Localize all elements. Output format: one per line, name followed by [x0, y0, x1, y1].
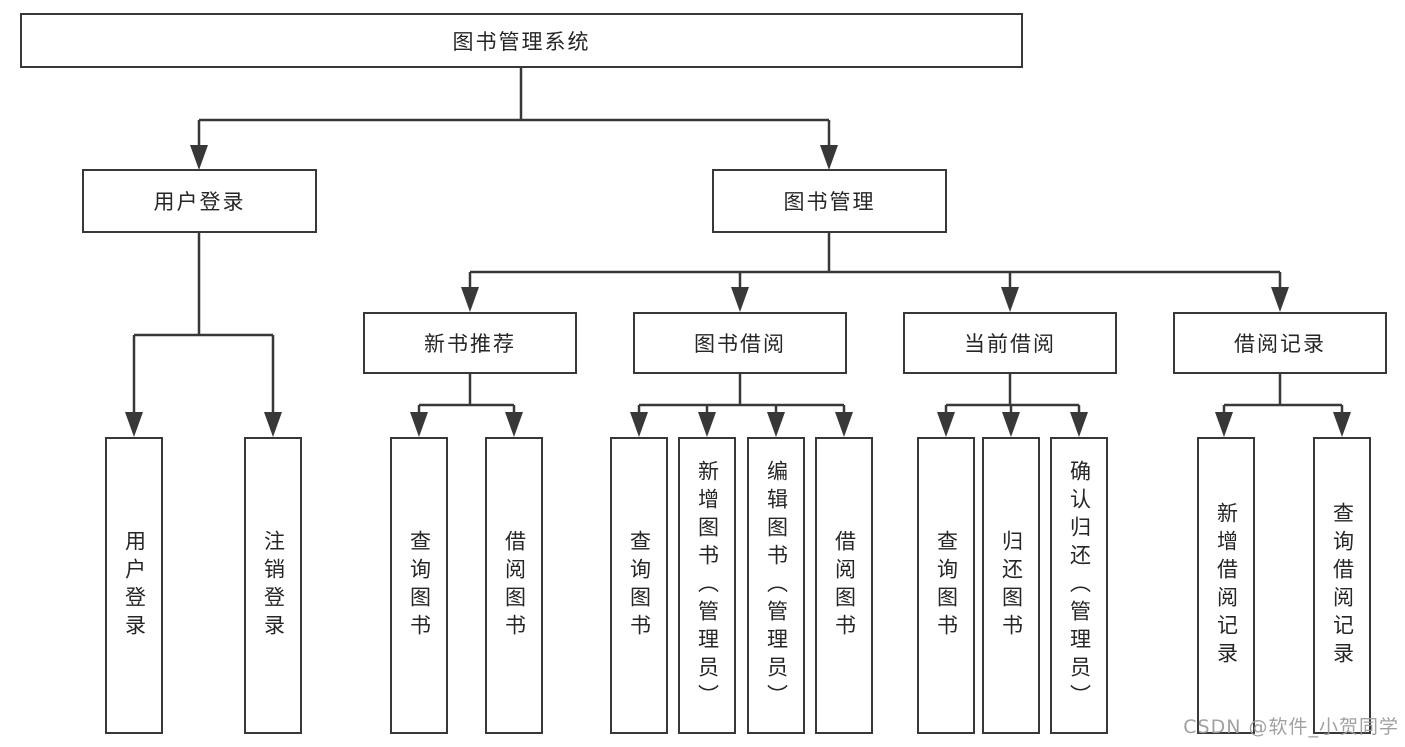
node-query-borrow-record: 查询借阅记录	[1313, 437, 1371, 734]
connector-borrowing-records	[1222, 373, 1344, 418]
arrowhead	[190, 145, 208, 170]
arrowhead	[731, 287, 749, 312]
arrowhead	[1215, 412, 1233, 437]
node-return-books: 归还图书	[982, 437, 1040, 734]
connector-book-management	[468, 233, 1282, 292]
node-label: 用户登录	[153, 190, 246, 214]
node-query-books-current: 查询图书	[917, 437, 975, 734]
arrowhead	[1070, 412, 1088, 437]
node-label: 当前借阅	[964, 332, 1056, 356]
node-label: 归还图书	[999, 529, 1024, 642]
arrowheads	[125, 145, 1351, 437]
node-label: 新增借阅记录	[1214, 501, 1239, 670]
arrowhead	[698, 412, 716, 437]
arrowhead	[835, 412, 853, 437]
node-borrowing-records: 借阅记录	[1173, 312, 1387, 374]
node-label: 确认归还（管理员）	[1067, 459, 1092, 712]
arrowhead	[1001, 287, 1019, 312]
connector-new-book-recommend	[417, 373, 516, 418]
node-library-management-system: 图书管理系统	[20, 13, 1023, 68]
node-edit-books-admin: 编辑图书（管理员）	[747, 437, 805, 734]
node-label: 编辑图书（管理员）	[764, 459, 789, 712]
arrowhead	[1002, 412, 1020, 437]
node-label: 借阅图书	[832, 529, 857, 642]
arrowhead	[1271, 287, 1289, 312]
node-user-login: 用户登录	[82, 169, 317, 233]
connector-root	[197, 68, 831, 150]
node-borrow-books-borrowing: 借阅图书	[815, 437, 873, 734]
node-label: 查询图书	[627, 529, 652, 642]
arrowhead	[505, 412, 523, 437]
node-label: 图书管理	[783, 190, 876, 214]
connector-user-login	[132, 233, 275, 418]
node-label: 查询图书	[934, 529, 959, 642]
node-borrow-books-recommend: 借阅图书	[485, 437, 543, 734]
arrowhead	[937, 412, 955, 437]
arrowhead	[125, 412, 143, 437]
node-current-borrowing: 当前借阅	[903, 312, 1117, 374]
node-label: 借阅图书	[502, 529, 527, 642]
arrowhead	[264, 412, 282, 437]
node-label: 注销登录	[261, 529, 286, 642]
node-book-borrowing: 图书借阅	[633, 312, 847, 374]
node-label: 新增图书（管理员）	[695, 459, 720, 712]
node-label: 图书借阅	[694, 332, 786, 356]
node-add-borrow-record: 新增借阅记录	[1197, 437, 1255, 734]
node-label: 图书管理系统	[452, 29, 591, 54]
node-add-books-admin: 新增图书（管理员）	[678, 437, 736, 734]
connector-current-borrowing	[944, 373, 1081, 418]
node-new-book-recommend: 新书推荐	[363, 312, 577, 374]
connector-book-borrowing	[637, 373, 846, 418]
arrowhead	[820, 145, 838, 170]
node-label: 借阅记录	[1234, 332, 1326, 356]
csdn-watermark: CSDN @软件_小贺同学	[1183, 716, 1399, 738]
node-label: 查询图书	[407, 529, 432, 642]
arrowhead	[630, 412, 648, 437]
node-book-management: 图书管理	[712, 169, 947, 233]
arrowhead	[410, 412, 428, 437]
node-user-login-action: 用户登录	[105, 437, 163, 734]
node-query-books-recommend: 查询图书	[390, 437, 448, 734]
node-label: 用户登录	[122, 529, 147, 642]
arrowhead	[461, 287, 479, 312]
node-logout: 注销登录	[244, 437, 302, 734]
node-query-books-borrowing: 查询图书	[610, 437, 668, 734]
arrowhead	[1333, 412, 1351, 437]
arrowhead	[767, 412, 785, 437]
node-label: 查询借阅记录	[1330, 501, 1355, 670]
node-label: 新书推荐	[424, 332, 516, 356]
node-confirm-return-admin: 确认归还（管理员）	[1050, 437, 1108, 734]
